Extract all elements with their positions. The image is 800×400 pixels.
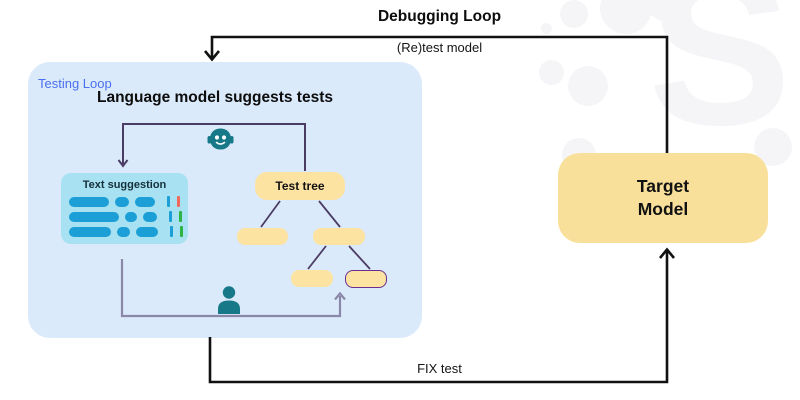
text-pill bbox=[135, 196, 155, 207]
tree-node bbox=[237, 228, 288, 245]
watermark-dot bbox=[541, 23, 552, 34]
cursor-bar bbox=[169, 211, 172, 222]
target-model-label: Target Model bbox=[636, 175, 690, 219]
text-pill bbox=[69, 196, 109, 207]
watermark-dot bbox=[645, 0, 691, 22]
text-pill bbox=[125, 211, 137, 222]
watermark-dot bbox=[568, 66, 608, 106]
robot-icon bbox=[207, 126, 234, 152]
test-tree-root-node: Test tree bbox=[255, 172, 345, 200]
text-pill bbox=[143, 211, 157, 222]
diff-marker-red bbox=[177, 196, 180, 207]
retest-model-label: (Re)test model bbox=[396, 40, 483, 55]
suggestion-row bbox=[69, 226, 183, 237]
tree-node bbox=[313, 228, 365, 245]
tree-node-selected bbox=[345, 270, 387, 288]
fix-test-label: FIX test bbox=[417, 361, 462, 376]
text-pill bbox=[117, 226, 130, 237]
diff-marker-green bbox=[179, 211, 182, 222]
tree-node bbox=[291, 270, 333, 287]
diff-marker-green bbox=[180, 226, 183, 237]
test-tree-label: Test tree bbox=[275, 179, 325, 193]
suggestion-row bbox=[69, 196, 180, 207]
suggestion-row bbox=[69, 211, 182, 222]
testing-loop-label: Testing Loop bbox=[38, 76, 112, 91]
text-suggestion-card: Text suggestion bbox=[61, 173, 188, 244]
text-pill bbox=[69, 226, 111, 237]
watermark-dot bbox=[539, 60, 564, 85]
text-pill bbox=[115, 196, 129, 207]
debugging-loop-title: Debugging Loop bbox=[377, 8, 502, 25]
testing-loop-heading: Language model suggests tests bbox=[97, 89, 333, 106]
target-model-box: Target Model bbox=[558, 153, 768, 243]
text-pill bbox=[136, 226, 158, 237]
arrowhead-up bbox=[658, 247, 676, 259]
cursor-bar bbox=[167, 196, 170, 207]
person-icon bbox=[215, 285, 243, 315]
cursor-bar bbox=[170, 226, 173, 237]
watermark-dot bbox=[560, 0, 588, 28]
text-suggestion-title: Text suggestion bbox=[82, 179, 167, 191]
text-pill bbox=[69, 211, 119, 222]
suggestion-lines bbox=[69, 196, 183, 237]
